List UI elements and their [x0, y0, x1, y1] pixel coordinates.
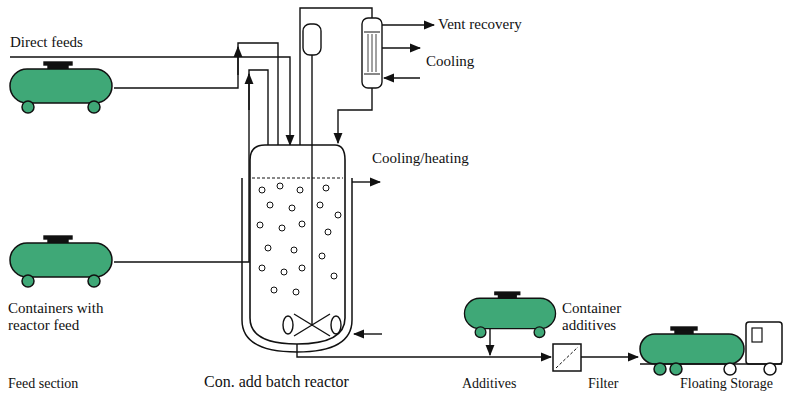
text-label: Vent recovery — [438, 16, 558, 33]
text-label: Con. add batch reactor — [204, 373, 404, 391]
direct-feed-line — [10, 57, 290, 145]
text-label: Direct feeds — [10, 34, 140, 51]
feed-container — [10, 236, 112, 287]
text-label: Cooling/heating — [372, 150, 492, 167]
text-label: Container additives — [562, 300, 637, 335]
feed-container — [10, 62, 112, 113]
agitator-motor — [303, 24, 321, 55]
vent-line — [300, 8, 372, 145]
additives-container — [464, 292, 555, 338]
text-label: Feed section — [8, 376, 118, 392]
text-label: Containers with reactor feed — [8, 300, 133, 335]
text-label: Floating Storage — [680, 376, 790, 392]
reactor-vessel — [250, 145, 345, 344]
feed-line — [114, 70, 268, 262]
filter — [553, 344, 581, 371]
text-label: Cooling — [426, 53, 506, 70]
feed-line — [114, 43, 278, 145]
text-label: Additives — [462, 376, 542, 392]
condenser — [362, 18, 382, 88]
tank-truck — [640, 322, 782, 375]
bubbles — [257, 183, 341, 295]
agitator-shaft — [311, 55, 312, 326]
product-line — [297, 344, 551, 357]
reflux-line — [338, 88, 372, 143]
text-label: Filter — [588, 376, 648, 392]
